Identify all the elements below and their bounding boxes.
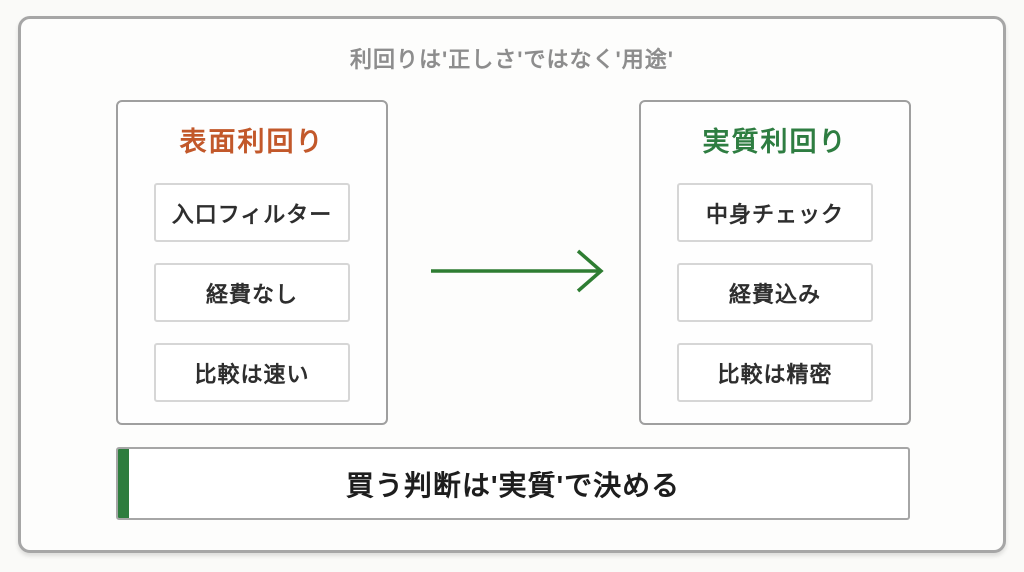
list-item: 比較は速い bbox=[154, 343, 350, 402]
list-item: 経費込み bbox=[677, 263, 873, 322]
surface-yield-panel: 表面利回り 入口フィルター 経費なし 比較は速い bbox=[116, 100, 388, 425]
banner-accent-bar bbox=[118, 449, 129, 518]
list-item: 比較は精密 bbox=[677, 343, 873, 402]
real-yield-items: 中身チェック 経費込み 比較は精密 bbox=[641, 183, 909, 402]
list-item: 入口フィルター bbox=[154, 183, 350, 242]
flow-arrow-icon bbox=[428, 247, 608, 295]
surface-yield-items: 入口フィルター 経費なし 比較は速い bbox=[118, 183, 386, 402]
surface-yield-header: 表面利回り bbox=[179, 127, 325, 157]
real-yield-header: 実質利回り bbox=[702, 127, 848, 157]
conclusion-text: 買う判断は'実質'で決める bbox=[345, 469, 681, 501]
diagram-title: 利回りは'正しさ'ではなく'用途' bbox=[350, 47, 674, 72]
outer-frame: 利回りは'正しさ'ではなく'用途' 表面利回り 入口フィルター 経費なし 比較は… bbox=[18, 16, 1006, 553]
real-yield-panel: 実質利回り 中身チェック 経費込み 比較は精密 bbox=[639, 100, 911, 425]
conclusion-banner: 買う判断は'実質'で決める bbox=[116, 447, 910, 520]
list-item: 経費なし bbox=[154, 263, 350, 322]
list-item: 中身チェック bbox=[677, 183, 873, 242]
